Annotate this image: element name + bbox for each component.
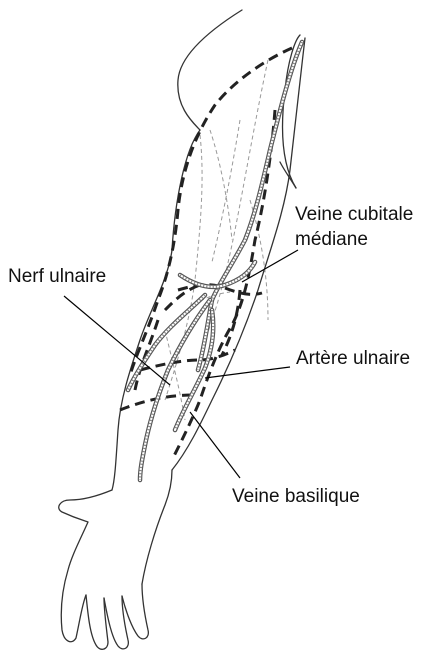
label-veine-cubitale-line2: médiane bbox=[295, 229, 368, 250]
label-veine-basilique: Veine basilique bbox=[232, 486, 360, 507]
label-nerf-ulnaire: Nerf ulnaire bbox=[8, 266, 106, 287]
median-cubital-vein-path bbox=[180, 262, 255, 287]
vein-dashed-paths bbox=[120, 48, 292, 460]
leader-veine-basilique bbox=[190, 412, 240, 478]
arm-outline bbox=[59, 10, 305, 649]
leader-artere-ulnaire bbox=[205, 367, 290, 378]
label-artere-ulnaire: Artère ulnaire bbox=[296, 348, 410, 369]
inner-dashed-lines bbox=[165, 60, 268, 420]
label-veine-cubitale-line1: Veine cubitale bbox=[295, 204, 413, 225]
